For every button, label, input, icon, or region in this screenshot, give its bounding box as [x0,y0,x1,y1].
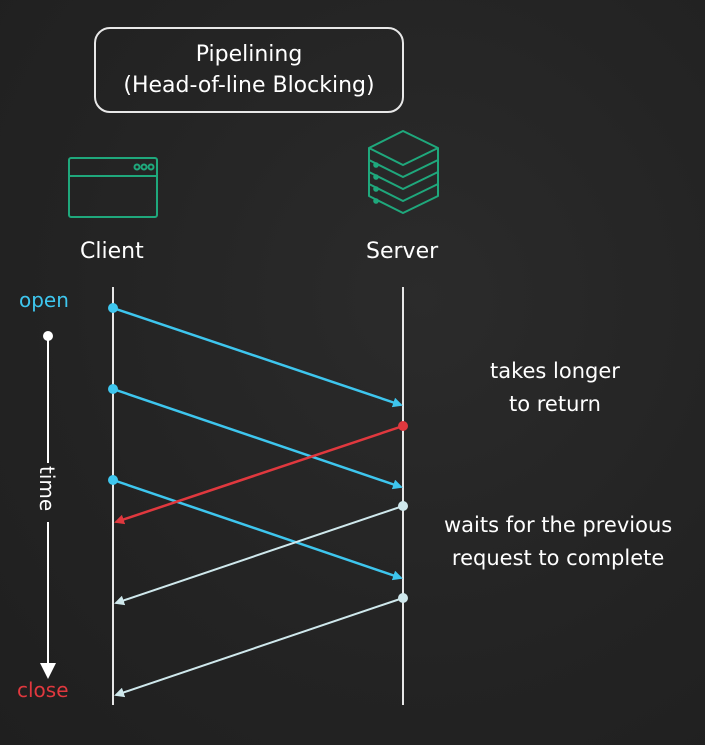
title-line-2: (Head-of-line Blocking) [123,73,375,98]
slow-response-arrow [114,421,408,525]
client-label: Client [80,239,144,264]
slow-response-note-line-2: to return [508,392,601,416]
time-label: time [35,466,59,512]
open-label: open [19,288,69,312]
close-label: close [17,678,69,702]
waiting-response-arrow-1 [114,501,408,606]
request-arrow-3 [108,475,403,581]
browser-window-icon [68,157,158,218]
waiting-note-line-1: waits for the previous [444,513,673,537]
title-box: Pipelining (Head-of-line Blocking) [94,27,404,113]
request-arrow-1 [108,303,403,408]
request-arrow-2 [108,384,403,490]
slow-response-note: takes longer to return [490,355,620,421]
waiting-note-line-2: request to complete [451,546,665,570]
server-label: Server [366,239,439,264]
server-stack-icon [368,130,439,214]
title-line-1: Pipelining [195,42,303,67]
waiting-response-arrow-2 [114,593,408,698]
slow-response-note-line-1: takes longer [490,359,620,383]
waiting-note: waits for the previous request to comple… [444,509,672,575]
